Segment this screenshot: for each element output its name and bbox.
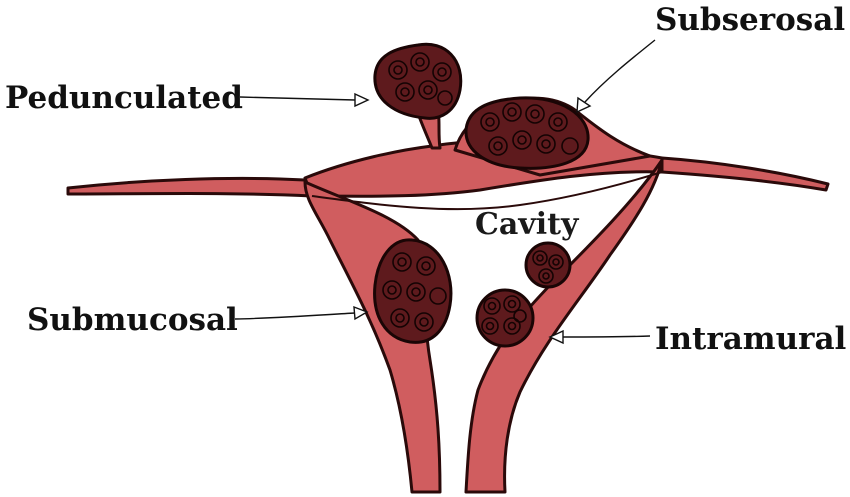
intramural-arrow xyxy=(548,329,651,345)
submucosal-swirls xyxy=(382,252,447,332)
pedunculated-swirls xyxy=(388,52,453,106)
intramural-upper-swirls xyxy=(532,250,564,284)
label-cavity: Cavity xyxy=(475,207,580,242)
subserosal-arrow xyxy=(576,39,656,114)
label-pedunculated: Pedunculated xyxy=(5,80,243,116)
intramural-fibroid-lower xyxy=(475,288,535,348)
intramural-lower-swirls xyxy=(481,295,527,335)
pedunculated-arrow xyxy=(239,92,370,108)
label-intramural: Intramural xyxy=(655,321,846,357)
intramural-fibroid-upper xyxy=(524,241,572,289)
left-fallopian-tube xyxy=(66,176,314,198)
subserosal-swirls xyxy=(480,102,579,156)
pedunculated-fibroid xyxy=(373,42,463,120)
submucosal-arrow xyxy=(234,305,369,321)
label-submucosal: Submucosal xyxy=(27,302,238,338)
label-subserosal: Subserosal xyxy=(655,2,845,38)
cavity-outline xyxy=(311,171,663,211)
right-fallopian-tube xyxy=(660,156,830,192)
